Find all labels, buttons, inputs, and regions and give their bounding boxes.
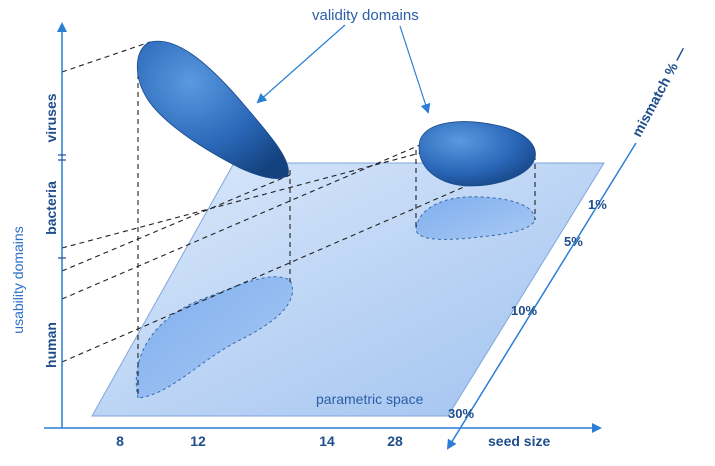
bacteria-domain-projection — [415, 196, 536, 240]
y-category-viruses: viruses — [43, 93, 59, 142]
parametric-space-label: parametric space — [316, 391, 424, 407]
bacteria-validity-domain-shape — [418, 121, 536, 187]
x-tick-label: 28 — [387, 433, 403, 449]
projection-lines — [61, 41, 536, 398]
x-axis-label: seed size — [488, 433, 550, 449]
x-tick-label: 12 — [190, 433, 206, 449]
depth-tick-label: 1% — [588, 197, 607, 212]
y-category-human: human — [43, 322, 59, 368]
x-tick-label: 14 — [319, 433, 335, 449]
title-arrow-left — [256, 24, 346, 104]
y-axis-label: usability domains — [10, 226, 26, 333]
virus-domain-projection — [135, 276, 293, 399]
virus-validity-domain-shape — [136, 40, 289, 179]
title-arrow-right — [399, 25, 431, 114]
depth-axis-label: mismatch % — — [629, 44, 690, 139]
y-category-bacteria: bacteria — [43, 181, 59, 235]
depth-axis — [446, 142, 637, 450]
x-tick-label: 8 — [116, 433, 124, 449]
depth-tick-label: 5% — [564, 234, 583, 249]
depth-tick-label: 10% — [511, 303, 537, 318]
depth-tick-label: 30% — [448, 406, 474, 421]
diagram-title: validity domains — [312, 7, 419, 24]
y-axis-separators — [58, 154, 66, 259]
